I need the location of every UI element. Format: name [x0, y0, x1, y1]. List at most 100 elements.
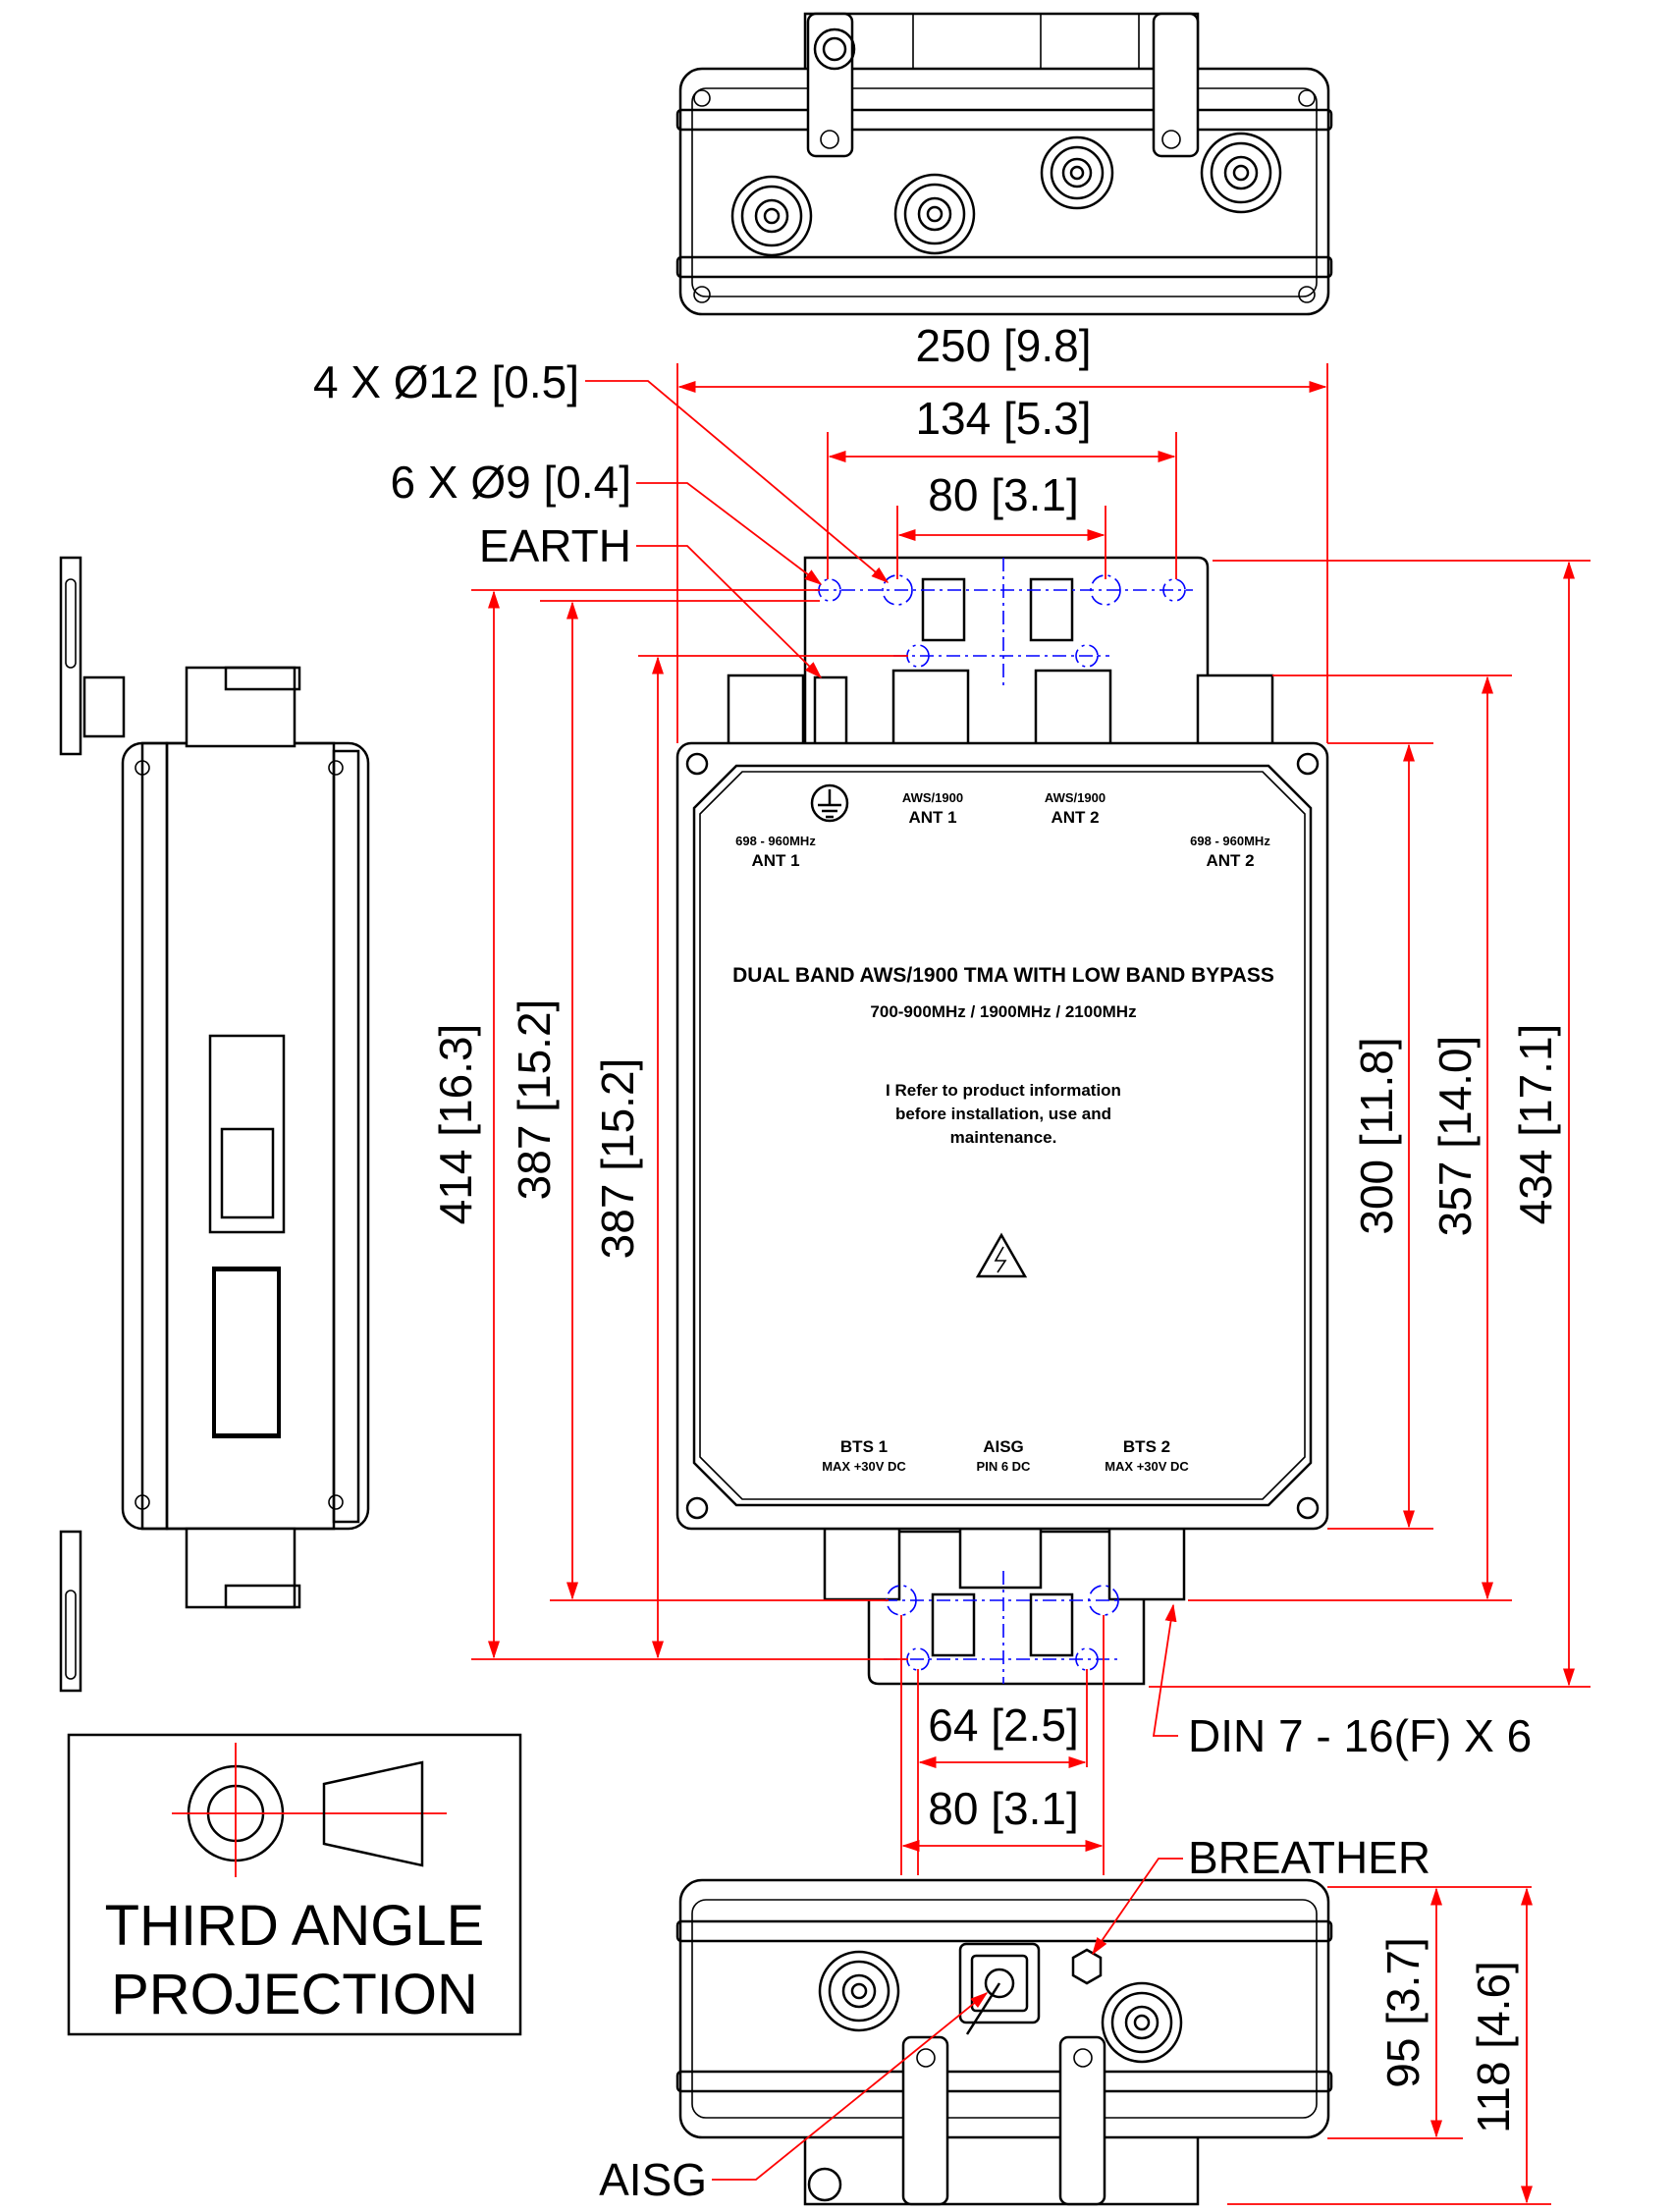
projection-cone: [322, 1760, 424, 1867]
bottom-connector: [818, 1950, 900, 2032]
dimension-lines: [471, 363, 1591, 2205]
port-aisg-pin: PIN 6 DC: [977, 1459, 1032, 1474]
top-strap-hole: [820, 130, 839, 149]
bottom-body-band-2: [675, 2070, 1333, 2093]
front-body-outer: [675, 741, 1329, 1531]
aisg-connector: [958, 1942, 1041, 2035]
leader-din: [1152, 1603, 1178, 1737]
top-view: [675, 12, 1333, 316]
leader-earth: [636, 545, 823, 679]
projection-line2: PROJECTION: [111, 1963, 478, 2026]
front-connector-top: [1034, 669, 1112, 748]
top-strap-bolt-inner: [822, 36, 847, 62]
front-earth-stud: [813, 675, 848, 748]
leader-breather: [1092, 1858, 1183, 1956]
front-connector-top: [1196, 674, 1274, 748]
dim-text-434: 434 [17.1]: [1510, 1024, 1561, 1225]
callout-holes-9: 6 X Ø9 [0.4]: [391, 457, 631, 508]
callout-earth: EARTH: [479, 520, 631, 571]
callout-aisg: AISG: [599, 2154, 707, 2205]
panel-notice-line3: maintenance.: [950, 1128, 1057, 1147]
front-aisg-port: [958, 1527, 1043, 1590]
bottom-connector: [1101, 1981, 1183, 2064]
top-body-band-1: [675, 108, 1333, 132]
dim-text-250: 250 [9.8]: [915, 320, 1091, 371]
mounting-hole: [1075, 644, 1099, 668]
dim-text-118: 118 [4.6]: [1468, 1961, 1519, 2133]
side-view: [59, 556, 370, 1693]
leader-holes-9: [636, 482, 823, 585]
port-aws-ant1-label: ANT 1: [908, 808, 956, 827]
port-aws-ant2-label: ANT 2: [1051, 808, 1099, 827]
top-corner-screw: [693, 89, 711, 107]
side-bracket-top: [59, 556, 82, 756]
front-connector-top: [727, 674, 805, 748]
top-body-band-2: [675, 255, 1333, 279]
front-connector-top: [891, 669, 970, 748]
dim-text-95: 95 [3.7]: [1377, 1937, 1429, 2087]
projection-box: [67, 1733, 522, 2036]
mounting-hole: [882, 574, 913, 606]
front-corner-screw: [685, 752, 709, 776]
side-connector-bottom: [185, 1527, 297, 1609]
front-connector-bottom: [823, 1527, 901, 1601]
top-strap-left: [806, 12, 854, 158]
bottom-strap-left: [901, 2035, 949, 2206]
port-bts2-power: MAX +30V DC: [1105, 1459, 1189, 1474]
bottom-strap-right: [1058, 2035, 1106, 2206]
port-bts2-label: BTS 2: [1123, 1437, 1170, 1456]
third-angle-projection-symbol: THIRD ANGLE PROJECTION: [67, 1733, 522, 2036]
dim-text-387-a: 387 [15.2]: [509, 999, 560, 1201]
front-bracket-bottom: [867, 1530, 1146, 1686]
front-corner-screw: [685, 1496, 709, 1520]
bottom-strap-hole: [916, 2048, 936, 2068]
side-earth-stud: [82, 675, 126, 738]
top-corner-screw: [1298, 89, 1316, 107]
top-strap-bolt: [813, 27, 856, 71]
side-screw: [135, 760, 150, 776]
earth-symbol-icon: [810, 783, 849, 823]
dim-text-357: 357 [14.0]: [1429, 1036, 1481, 1237]
bottom-view: [675, 1878, 1333, 2206]
side-compliance-label-inner: [216, 1271, 277, 1433]
top-connector: [1200, 132, 1282, 214]
side-label-window: [208, 1034, 286, 1234]
front-bracket-pocket: [1029, 1592, 1074, 1657]
bottom-bracket: [803, 2129, 1200, 2206]
front-corner-screw: [1296, 1496, 1320, 1520]
dim-text-134: 134 [5.3]: [915, 393, 1091, 444]
front-panel-inner: [699, 771, 1306, 1500]
mounting-hole: [1090, 574, 1121, 606]
panel-subtitle: 700-900MHz / 1900MHz / 2100MHz: [870, 1002, 1136, 1021]
top-connector: [730, 175, 813, 257]
panel-title: DUAL BAND AWS/1900 TMA WITH LOW BAND BYP…: [732, 964, 1274, 987]
front-bracket-pocket: [1029, 577, 1074, 642]
side-label-window-inner: [220, 1127, 275, 1219]
port-lb-ant1-freq: 698 - 960MHz: [735, 834, 816, 848]
dim-text-64: 64 [2.5]: [928, 1699, 1078, 1751]
side-bracket-slot: [65, 578, 77, 669]
side-screw: [135, 1494, 150, 1510]
top-connector: [893, 173, 976, 255]
bottom-strap-hole: [1073, 2048, 1093, 2068]
leader-holes-12: [585, 380, 890, 583]
port-lb-ant1-label: ANT 1: [751, 851, 799, 870]
high-voltage-warning-icon: [975, 1232, 1028, 1278]
front-panel-outline: [692, 764, 1313, 1507]
panel-notice-line1: I Refer to product information: [886, 1081, 1121, 1100]
side-connector-bottom-nut: [224, 1584, 301, 1609]
bottom-bolt: [807, 2167, 842, 2202]
front-bracket-pocket: [931, 1592, 976, 1657]
projection-line1: THIRD ANGLE: [105, 1894, 485, 1958]
front-bracket-top: [803, 556, 1210, 748]
top-corner-screw: [1298, 286, 1316, 303]
mounting-hole: [1075, 1647, 1099, 1671]
breather: [1071, 1948, 1103, 1985]
port-bts1-power: MAX +30V DC: [822, 1459, 906, 1474]
callout-breather: BREATHER: [1188, 1832, 1430, 1883]
front-bracket-pocket: [921, 577, 966, 642]
port-lb-ant2-label: ANT 2: [1206, 851, 1254, 870]
top-strap-right: [1152, 12, 1200, 158]
callout-holes-12: 4 X Ø12 [0.5]: [313, 356, 579, 407]
